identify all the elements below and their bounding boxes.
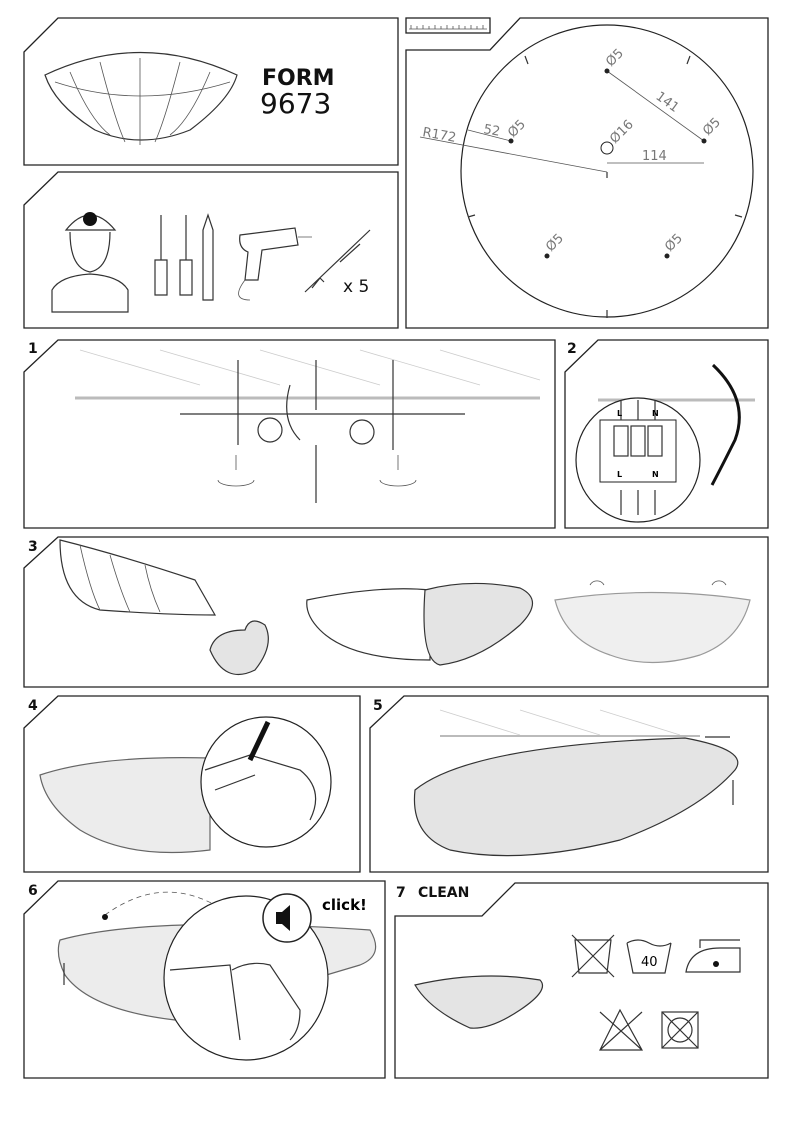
wash-temperature: 40 <box>641 955 658 970</box>
step-number: 5 <box>373 698 383 714</box>
shade-removal-illustration <box>59 539 751 676</box>
no-bleach-icon <box>599 1008 644 1051</box>
step-number: 4 <box>28 698 38 714</box>
tools-panel <box>23 171 399 329</box>
step-2-panel <box>564 339 769 529</box>
no-wash-icon <box>571 934 615 978</box>
step-number: 7 <box>396 885 406 901</box>
shade-mounting-illustration <box>413 709 739 857</box>
center-hole-label: Ø16 <box>607 117 637 147</box>
diagonal-distance: 141 <box>653 89 682 116</box>
lamp-illustration <box>44 52 238 145</box>
radius-dimension: R172 <box>421 125 457 146</box>
step-3-panel <box>23 536 769 688</box>
hole-diameter-label: Ø5 <box>700 115 724 139</box>
model-number: 9673 <box>260 87 331 120</box>
step-number: 1 <box>28 341 38 357</box>
terminal-block-illustration <box>575 363 755 523</box>
scale-ruler <box>405 17 491 34</box>
horizontal-distance: 114 <box>642 149 667 164</box>
step-1-panel <box>23 339 556 529</box>
step-number: 2 <box>567 341 577 357</box>
product-panel <box>23 17 399 166</box>
step-number: 3 <box>28 539 38 555</box>
live-terminal-label: L <box>617 409 622 418</box>
hole-diameter-label: Ø5 <box>543 231 567 255</box>
model-label: FORM <box>262 66 335 91</box>
anchor-count: x 5 <box>343 277 369 297</box>
electrician-icon <box>51 212 129 313</box>
screwdriver-icon <box>154 215 193 296</box>
hole-diameter-label: Ø5 <box>662 231 686 255</box>
drilling-template-panel <box>405 17 769 329</box>
step-5-panel <box>369 695 769 873</box>
neutral-terminal-label: N <box>652 409 659 418</box>
hole-marks <box>508 68 707 259</box>
step-7-title: CLEAN <box>418 885 469 901</box>
no-tumble-dry-icon <box>661 1011 699 1049</box>
wash-40-icon <box>626 939 672 974</box>
neutral-terminal-label: N <box>652 470 659 479</box>
drill-icon <box>238 227 312 301</box>
step-number: 6 <box>28 883 38 899</box>
shade-cleaning-illustration <box>414 975 544 1029</box>
live-terminal-label: L <box>617 470 622 479</box>
step-4-panel <box>23 695 361 873</box>
template-circle <box>419 24 754 318</box>
click-in-illustration <box>57 891 377 1061</box>
ruler-ticks-icon <box>409 25 487 30</box>
mounting-bracket <box>180 360 465 503</box>
iron-icon <box>685 939 741 973</box>
step-7-panel <box>394 882 769 1079</box>
hole-diameter-label: Ø5 <box>505 117 529 141</box>
ceiling-hatch <box>79 349 541 386</box>
step-6-panel <box>23 880 386 1079</box>
click-label: click! <box>322 896 367 914</box>
clip-insertion-illustration <box>39 716 332 854</box>
hole-diameter-label: Ø5 <box>603 46 627 70</box>
pencil-icon <box>202 213 214 301</box>
wall-plug-icon <box>304 229 371 293</box>
edge-offset-dimension: 52 <box>482 122 501 140</box>
